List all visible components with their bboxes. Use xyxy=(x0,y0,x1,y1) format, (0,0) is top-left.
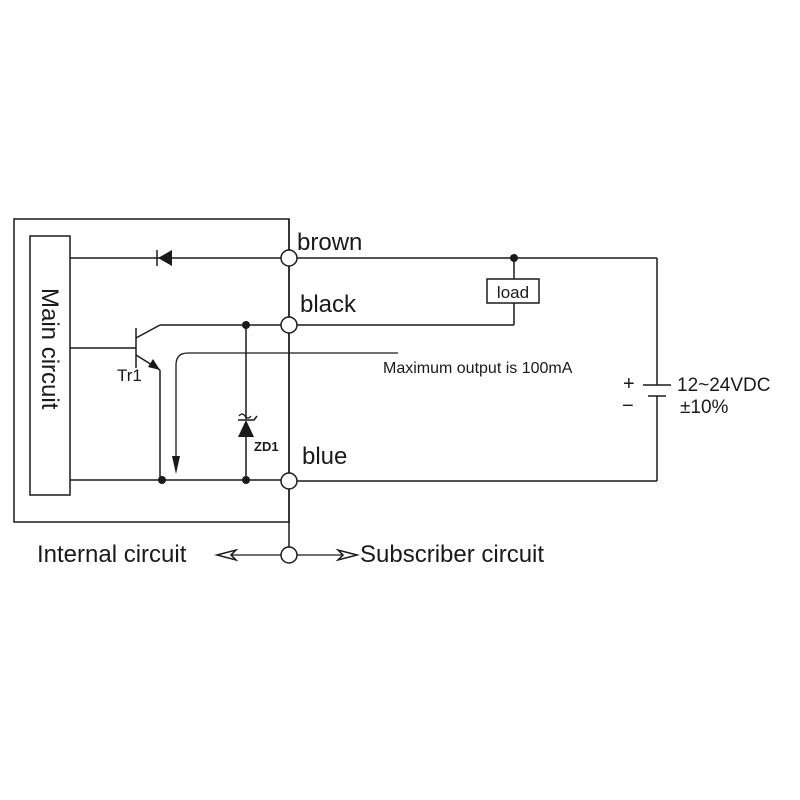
main-circuit-block xyxy=(29,235,71,496)
zener-tilde xyxy=(238,413,252,419)
wire-label-black: black xyxy=(300,291,357,318)
load-box xyxy=(486,278,540,304)
supply-voltage: 12~24VDC xyxy=(677,375,770,396)
subscriber-circuit-label: Subscriber circuit xyxy=(360,541,544,568)
supply-plus: + xyxy=(623,373,635,395)
arrow-right-icon xyxy=(335,548,360,562)
diode-icon xyxy=(158,250,172,266)
supply-tolerance: ±10% xyxy=(680,397,729,418)
zener-diode-icon xyxy=(238,420,254,437)
wire-label-brown: brown xyxy=(297,229,362,256)
output-current-arrow xyxy=(175,352,398,458)
arrow-left-icon xyxy=(214,548,239,562)
junction-dot xyxy=(242,476,250,484)
main-circuit-label: Main circuit xyxy=(36,288,63,410)
zener-label: ZD1 xyxy=(254,439,279,454)
supply-minus: − xyxy=(622,395,634,417)
transistor-collector xyxy=(135,324,161,339)
internal-circuit-label: Internal circuit xyxy=(37,541,187,568)
junction-dot xyxy=(158,476,166,484)
zener-bar xyxy=(238,415,258,421)
terminal-brown xyxy=(280,249,298,267)
terminal-black xyxy=(280,316,298,334)
wire-label-blue: blue xyxy=(302,443,347,470)
load-label: load xyxy=(497,283,529,302)
arrow-down-icon xyxy=(172,456,180,474)
transistor-label: Tr1 xyxy=(117,366,142,385)
terminal-blue xyxy=(280,472,298,490)
emitter-arrow-icon xyxy=(148,359,160,370)
max-output-note: Maximum output is 100mA xyxy=(383,360,573,377)
boundary-marker xyxy=(280,546,298,564)
